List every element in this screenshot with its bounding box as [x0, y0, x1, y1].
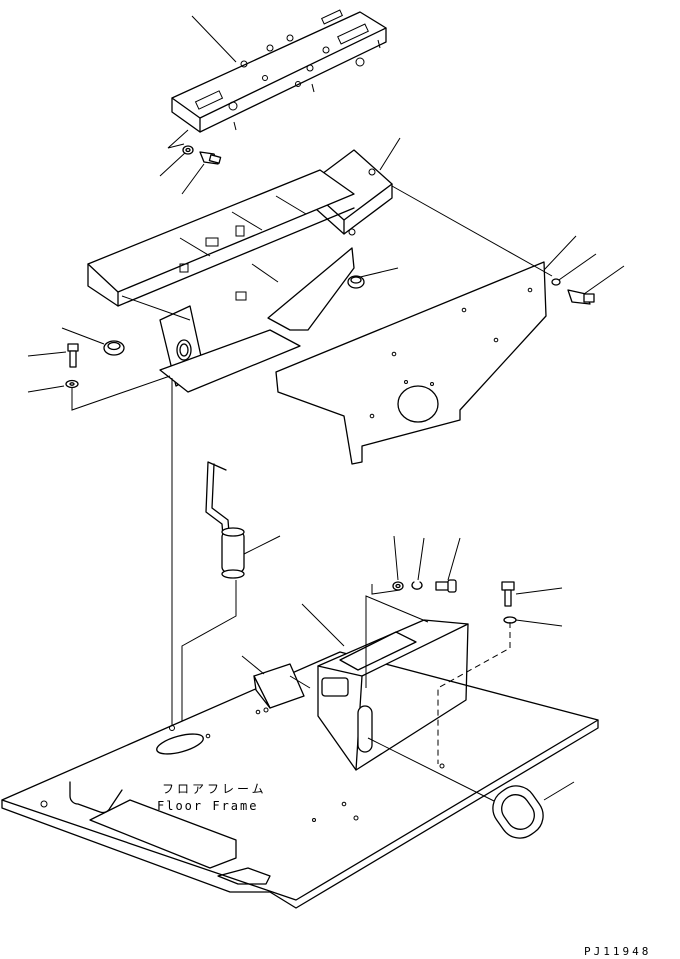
floor-frame-label-english: Floor Frame [157, 799, 259, 813]
washer-and-bolt-top [182, 145, 222, 165]
top-cover-plate [171, 9, 387, 133]
box-hardware-line [365, 595, 429, 688]
leader-lines-top [27, 15, 625, 393]
console-box [301, 603, 469, 771]
frame-to-panel-line [391, 185, 553, 277]
box-bolt-hole [439, 763, 445, 769]
lever-guide-line [181, 580, 237, 728]
boot-grommet [367, 737, 575, 839]
washer-to-box-line [371, 584, 401, 595]
floor-frame [1, 651, 599, 909]
grommet-left [103, 340, 125, 356]
frame-to-washer-line [71, 375, 171, 411]
parking-lever [205, 461, 281, 579]
side-panel [275, 261, 547, 465]
switch-bracket [241, 655, 311, 715]
main-frame-bracket [87, 149, 393, 393]
grommet-right [347, 275, 365, 289]
bolt-left [65, 343, 79, 389]
floor-frame-label-japanese: フロアフレーム [162, 782, 267, 796]
hardware-set-box [392, 535, 461, 593]
box-bolt-guide [437, 622, 511, 764]
bolt-box-right [501, 581, 563, 627]
bolt-right [551, 278, 595, 305]
drawing-code: PJ11948 [584, 945, 652, 958]
